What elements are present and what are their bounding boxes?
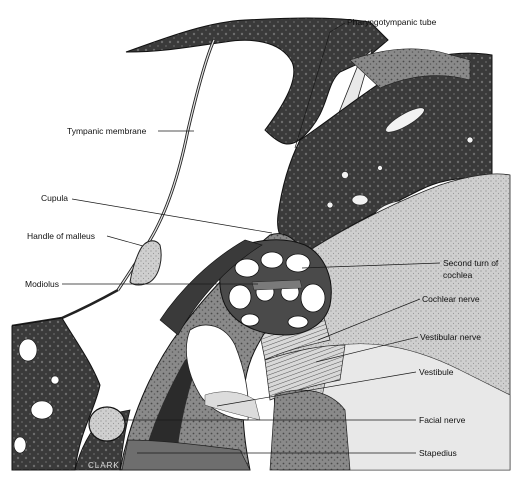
stapedius-muscle <box>121 439 251 471</box>
handle-of-malleus <box>129 240 162 286</box>
modiolus-core <box>251 279 303 291</box>
label-stapedius: Stapedius <box>419 448 457 458</box>
leader-lines <box>62 22 441 454</box>
label-cochlear-nerve: Cochlear nerve <box>422 294 480 304</box>
label-facial-nerve: Facial nerve <box>419 415 466 425</box>
facial-nerve-section <box>88 406 126 442</box>
internal-acoustic-meatus <box>317 343 511 471</box>
label-vestibular-nerve: Vestibular nerve <box>420 332 481 342</box>
lower-petrous-mass <box>269 389 351 471</box>
label-second-turn-line2: cochlea <box>443 270 473 280</box>
artist-signature: CLARK <box>88 461 120 470</box>
promontory <box>159 239 263 336</box>
label-cupula: Cupula <box>41 193 68 203</box>
tympanic-membrane-lower <box>11 288 119 328</box>
tympanic-membrane <box>116 39 216 291</box>
canal-wall-holes <box>13 338 60 454</box>
petrous-dark-band <box>349 48 471 89</box>
label-second-turn-line1: Second turn of <box>443 258 499 268</box>
tympanic-roof-bone <box>125 17 389 145</box>
label-pharyngotympanic-tube: Pharyngotympanic tube <box>347 17 437 27</box>
label-handle-of-malleus: Handle of malleus <box>27 231 95 241</box>
label-vestibule: Vestibule <box>419 367 454 377</box>
label-tympanic-membrane: Tympanic membrane <box>67 126 147 136</box>
label-modiolus: Modiolus <box>25 279 59 289</box>
medial-wall-dark <box>140 345 205 470</box>
